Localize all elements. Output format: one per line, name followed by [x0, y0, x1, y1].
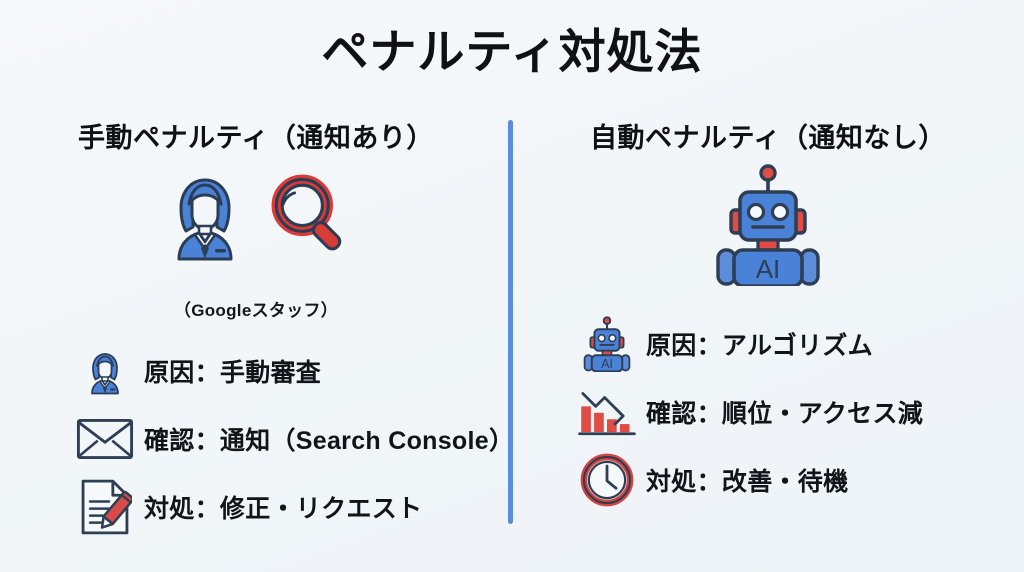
column-divider — [508, 120, 513, 524]
list-item-label: 対処：改善・待機 — [646, 468, 849, 496]
document-pencil-icon — [66, 478, 144, 536]
list-item-label: 確認：通知（Search Console） — [144, 427, 515, 455]
list-item: AI 原因：アルゴリズム — [568, 310, 1018, 378]
robot-ai-icon: AI — [568, 316, 646, 372]
list-item: 確認：通知（Search Console） — [66, 405, 514, 473]
detail-list-automatic: AI 原因：アルゴリズム 確認：順位 — [560, 310, 1018, 514]
list-item-label: 原因：手動審査 — [144, 359, 322, 387]
svg-text:AI: AI — [601, 357, 613, 371]
clock-icon — [568, 452, 646, 508]
robot-ai-icon: AI — [710, 164, 826, 286]
page-title: ペナルティ対処法 — [321, 25, 703, 78]
declining-chart-icon — [568, 385, 646, 439]
column-header-manual: 手動ペナルティ（通知あり） — [78, 123, 434, 153]
envelope-icon — [66, 417, 144, 461]
detail-list-manual: 原因：手動審査 確認：通知（Search Console） — [58, 337, 514, 541]
column-automatic-penalty: 自動ペナルティ（通知なし） — [518, 118, 1018, 548]
list-item: 確認：順位・アクセス減 — [568, 378, 1018, 446]
hero-illustration-manual — [6, 164, 506, 294]
list-item: 対処：修正・リクエスト — [66, 473, 506, 541]
hero-illustration-automatic: AI — [518, 164, 1018, 294]
list-item-label: 対処：修正・リクエスト — [144, 495, 423, 523]
column-manual-penalty: 手動ペナルティ（通知あり） — [6, 118, 514, 548]
list-item-label: 原因：アルゴリズム — [646, 332, 873, 360]
list-item: 対処：改善・待機 — [568, 446, 1018, 514]
magnifying-glass-icon — [261, 166, 357, 262]
svg-text:AI: AI — [756, 254, 781, 284]
hero-caption-manual: （Googleスタッフ） — [173, 301, 339, 320]
column-header-automatic: 自動ペナルティ（通知なし） — [590, 123, 946, 153]
person-icon — [66, 344, 144, 398]
list-item: 原因：手動審査 — [66, 337, 506, 405]
list-item-label: 確認：順位・アクセス減 — [646, 400, 924, 428]
staff-person-icon — [155, 164, 255, 264]
